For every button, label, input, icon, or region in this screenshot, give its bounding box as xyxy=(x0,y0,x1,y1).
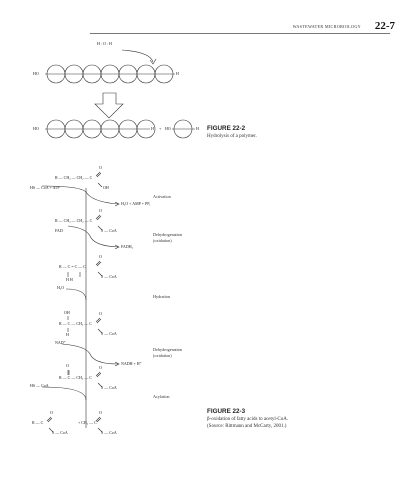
acyl-coa-s: S — CoA xyxy=(101,228,117,233)
product-shortened-acyl: R — C xyxy=(32,420,44,425)
product-shortened-acyl-s: S — CoA xyxy=(52,430,68,435)
reagent-nadh: NADH + H⁺ xyxy=(121,361,142,366)
ketoacyl-s: S — CoA xyxy=(101,385,117,390)
oxygen-label: O xyxy=(99,311,102,316)
product-acetyl: + CH₃ — C xyxy=(78,420,97,425)
oxygen-label: O xyxy=(99,254,102,259)
step-activation: Activation xyxy=(153,194,171,199)
enoyl-coa-s: S — CoA xyxy=(101,274,117,279)
step-dehydrogenation-1-sub: (oxidation) xyxy=(153,238,172,243)
reagent-fad: FAD xyxy=(55,228,63,233)
fatty-acid-oh: OH xyxy=(103,185,109,190)
monomer-right-end: H xyxy=(196,126,199,131)
acyl-coa-structure: R — CH₂ — CH₂ — C xyxy=(55,218,93,223)
figure-22-2-label: FIGURE 22-2 xyxy=(207,125,246,132)
figure-22-2-caption: Hydrolysis of a polymer. xyxy=(207,134,257,139)
chain-right-end: H xyxy=(176,71,179,76)
hydroxy-oh: OH xyxy=(64,310,70,315)
plus-sign: + xyxy=(159,126,162,131)
running-header: WASTEWATER MICROBIOLOGY xyxy=(292,24,361,29)
hydroxyacyl-s: S — CoA xyxy=(101,331,117,336)
monomer-left-end: HO xyxy=(165,126,171,131)
product-acetyl-s: S — CoA xyxy=(101,430,117,435)
enoyl-coa-hydrogens: H H xyxy=(66,277,73,282)
reagent-hscoa: HS — CoA xyxy=(30,383,49,388)
chain-left-end: HO xyxy=(33,71,39,76)
product-left-end: HO xyxy=(33,126,39,131)
oxygen-label: O xyxy=(99,365,102,370)
monomer-circle xyxy=(154,64,174,84)
step-dehydrogenation-2-sub: (oxidation) xyxy=(153,353,172,358)
reagent-fadh2: FADH₂ xyxy=(121,244,133,249)
oxygen-label: O xyxy=(99,208,102,213)
oxygen-label: O xyxy=(66,363,69,368)
monomer-circle xyxy=(173,119,193,139)
header-rule xyxy=(90,33,390,34)
water-molecule-label: H : O : H xyxy=(97,41,112,46)
figure-22-3-label: FIGURE 22-3 xyxy=(207,408,246,415)
product-right-end: H xyxy=(151,126,154,131)
step-dehydrogenation-1: Dehydrogenation xyxy=(153,232,183,237)
reagent-h2o-amp-ppi: H₂O + AMP + PPᵢ xyxy=(121,201,151,206)
reagent-hscoa-atp: HS — CoA + ATP xyxy=(30,185,60,190)
reagent-h2o: H₂O xyxy=(57,285,65,290)
step-acylation: Acylation xyxy=(153,394,170,399)
figure-22-3-caption-line2: (Source: Rittmann and McCarty, 2001.) xyxy=(207,424,287,429)
oxygen-label: O xyxy=(99,165,102,170)
oxygen-label: O xyxy=(50,410,53,415)
page-number: 22-7 xyxy=(374,20,395,32)
enoyl-coa-structure: R — C = C — C xyxy=(59,264,86,269)
figure-22-3-caption-line1: β-oxidation of fatty acids to acetyl-CoA… xyxy=(207,417,289,422)
monomer-circle xyxy=(136,119,156,139)
ketoacyl-structure: R — C — CH₂ — C xyxy=(59,375,92,380)
fatty-acid-structure: R — CH₂ — CH₂ — C xyxy=(55,175,93,180)
hydroxyacyl-structure: R — C — CH₂ — C xyxy=(59,321,92,326)
step-dehydrogenation-2: Dehydrogenation xyxy=(153,347,183,352)
hydroxyacyl-h: H xyxy=(66,332,69,337)
step-hydration: Hydration xyxy=(153,294,170,299)
reagent-nad: NAD⁺ xyxy=(55,340,66,345)
oxygen-label: O xyxy=(99,410,102,415)
